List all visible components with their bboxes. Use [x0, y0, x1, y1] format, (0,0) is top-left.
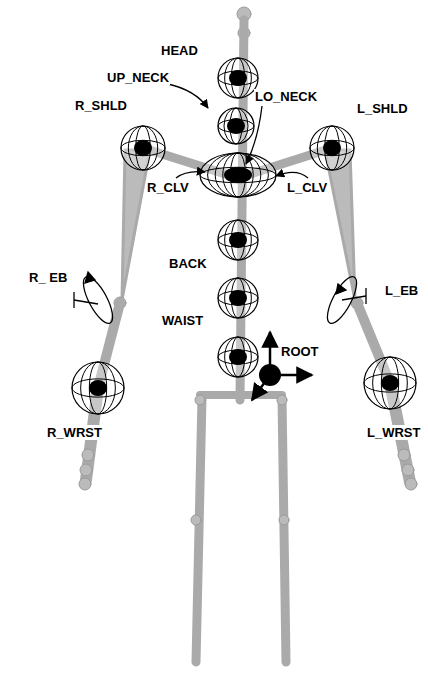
- sphere-equator: [218, 233, 258, 247]
- joint-label: BACK: [168, 256, 208, 271]
- joint-label: L_SHLD: [356, 101, 409, 116]
- sphere-equator: [121, 140, 165, 155]
- sphere-meridian: [225, 337, 252, 377]
- joint-label: L_WRST: [366, 425, 421, 440]
- joint-sphere: [310, 126, 354, 170]
- joint-dot: [229, 349, 247, 365]
- sphere-meridian: [208, 153, 269, 197]
- sphere-equator: [364, 374, 416, 392]
- joint-sphere: [218, 58, 258, 98]
- sphere-meridian: [225, 278, 252, 318]
- joint-sphere: [218, 337, 258, 377]
- sphere-meridian: [225, 58, 252, 98]
- sphere-equator: [218, 71, 258, 85]
- joint-dot: [227, 118, 245, 134]
- sphere-meridian: [89, 362, 106, 414]
- joint-dot: [229, 290, 247, 306]
- sphere-equator: [72, 379, 124, 397]
- sphere-meridian: [381, 357, 398, 409]
- sphere-meridian: [373, 357, 408, 409]
- sphere-equator: [218, 291, 258, 305]
- sphere-meridian: [81, 362, 116, 414]
- joint-label: R_CLV: [146, 180, 190, 195]
- joint-dot: [134, 140, 152, 156]
- joint-sphere: [218, 108, 254, 144]
- sphere-meridian: [225, 220, 252, 260]
- joint-label: R_ EB: [28, 270, 68, 285]
- sphere-equator: [200, 167, 276, 182]
- joint-label: LO_NECK: [254, 89, 318, 104]
- joint-dot: [229, 70, 247, 86]
- joint-dot: [229, 232, 247, 248]
- joint-spheres: [72, 58, 416, 414]
- sphere-equator: [218, 350, 258, 364]
- joint-label: L_CLV: [286, 180, 328, 195]
- sphere-meridian: [317, 126, 346, 170]
- sphere-meridian: [128, 126, 157, 170]
- joint-dot: [323, 140, 341, 156]
- joint-label: UP_NECK: [106, 70, 170, 85]
- joint-sphere: [218, 220, 258, 260]
- joint-dot: [224, 167, 252, 183]
- joint-dot: [89, 380, 107, 396]
- rotation-symbols: [74, 272, 366, 327]
- sphere-meridian: [215, 153, 261, 197]
- joint-label: ROOT: [280, 344, 320, 359]
- root-axes: [252, 332, 312, 400]
- joint-label: WAIST: [161, 313, 204, 328]
- joint-sphere: [200, 153, 276, 197]
- joint-label: R_SHLD: [74, 98, 128, 113]
- skeleton-bones: [79, 7, 417, 662]
- joint-label: HEAD: [160, 43, 199, 58]
- sphere-meridian: [224, 108, 248, 144]
- joint-sphere: [364, 357, 416, 409]
- joint-sphere: [121, 126, 165, 170]
- sphere-equator: [310, 140, 354, 155]
- joint-sphere: [72, 362, 124, 414]
- joint-label: L_EB: [384, 283, 419, 298]
- joint-sphere: [218, 278, 258, 318]
- joint-dot: [381, 375, 399, 391]
- joint-label: R_WRST: [46, 425, 103, 440]
